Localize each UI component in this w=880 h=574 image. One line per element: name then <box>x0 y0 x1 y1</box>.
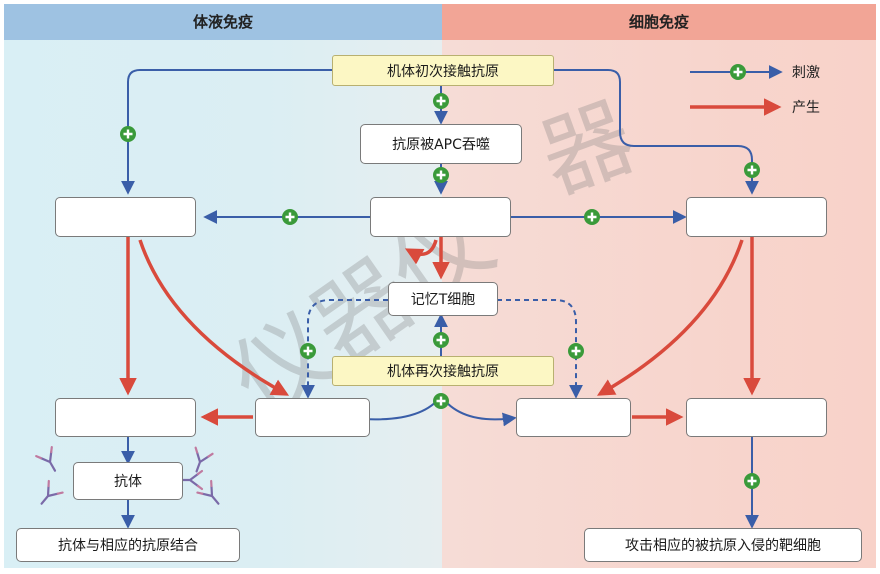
arrow-b-to-memory-b <box>138 239 290 396</box>
legend-plus-icon <box>730 64 746 80</box>
plus-icon <box>120 126 136 142</box>
curl-back <box>404 239 438 265</box>
plus-icon <box>744 162 760 178</box>
arrow-first-to-b <box>121 69 332 195</box>
plasma-cell-box <box>55 398 196 437</box>
plus-icon <box>744 473 760 489</box>
plus-icon <box>584 209 600 225</box>
arrow-first-to-t <box>554 69 759 195</box>
plus-icon <box>300 343 316 359</box>
t-cell-box <box>686 197 827 237</box>
legend-produce-label: 产生 <box>792 100 820 116</box>
legend-stimulate-label: 刺激 <box>792 65 820 81</box>
first-contact-box: 机体初次接触抗原 <box>332 55 554 86</box>
antibody-box: 抗体 <box>73 462 183 500</box>
effector-t-box <box>686 398 827 437</box>
b-cell-box <box>55 197 196 237</box>
plus-icon <box>433 332 449 348</box>
plus-icon <box>433 93 449 109</box>
humoral-header: 体液免疫 <box>4 4 442 40</box>
dashed-memory-left <box>301 299 388 399</box>
antibody-bind-box: 抗体与相应的抗原结合 <box>16 528 240 562</box>
arrow-t-to-memory-t2 <box>596 239 744 396</box>
helper-t-box <box>370 197 511 237</box>
plus-icon <box>433 393 449 409</box>
memory-t-box: 记忆T细胞 <box>388 282 498 316</box>
plus-icon <box>282 209 298 225</box>
memory-t2-box <box>516 398 631 437</box>
plus-markers <box>120 64 760 489</box>
plus-icon <box>433 167 449 183</box>
memory-b-box <box>255 398 370 437</box>
arrow-second-to-right <box>440 395 517 427</box>
attack-target-box: 攻击相应的被抗原入侵的靶细胞 <box>584 528 862 562</box>
second-contact-box: 机体再次接触抗原 <box>332 356 554 386</box>
cellular-header: 细胞免疫 <box>442 4 876 40</box>
dashed-memory-right <box>497 299 583 399</box>
antibody-icons <box>35 446 220 505</box>
apc-box: 抗原被APC吞噬 <box>360 124 522 164</box>
plus-icon <box>568 343 584 359</box>
